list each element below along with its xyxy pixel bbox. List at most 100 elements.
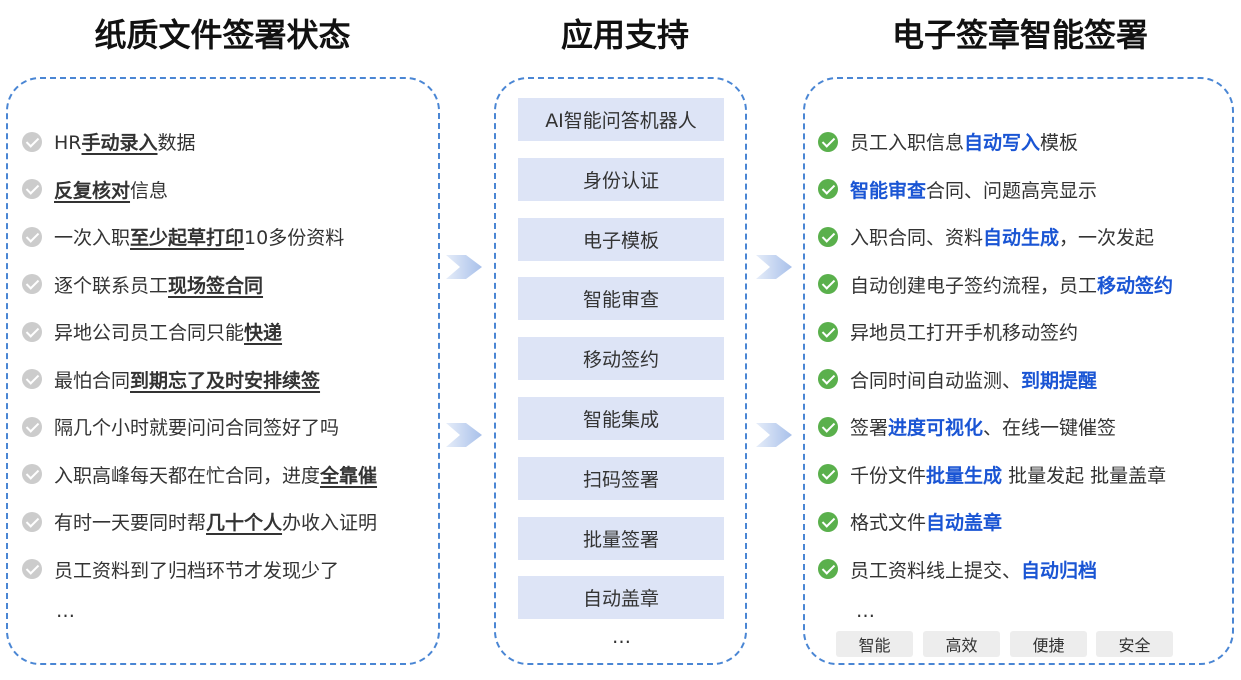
feature-box: 智能集成 [518,397,724,440]
tag-secure: 安全 [1096,631,1173,657]
check-circle-green-icon [818,416,838,437]
list-item-text: 逐个联系员工现场签合同 [54,271,263,298]
esign-benefit-item: 员工资料线上提交、自动归档 [818,556,1097,583]
list-item-text: 反复核对信息 [54,176,168,203]
highlight-text: 快递 [244,322,283,344]
highlight-text: 自动生成 [983,227,1060,249]
double-chevron-right-arrow-icon [756,255,792,279]
plain-text: 异地公司员工合同只能 [54,322,245,344]
esign-panel [803,77,1234,665]
highlight-text: 到期忘了及时安排续签 [130,369,321,392]
check-circle-grey-icon [22,179,42,199]
paper-signing-panel [6,77,440,665]
paper-pain-point-item: 一次入职至少起草打印10多份资料 [22,223,344,250]
plain-text: 千份文件 [850,464,927,487]
list-item-text: 异地公司员工合同只能快递 [54,318,282,345]
paper-pain-point-item: HR手动录入数据 [22,128,196,155]
left-ellipsis: … [56,600,75,622]
highlight-text: 到期提醒 [1021,369,1098,392]
plain-text: 入职合同、资料 [850,227,984,249]
check-circle-grey-icon [22,321,42,342]
double-chevron-right-arrow-icon [446,423,482,447]
esign-benefit-item: 千份文件批量生成 批量发起 批量盖章 [818,461,1166,488]
list-item-text: 隔几个小时就要问问合同签好了吗 [54,413,339,440]
plain-text: 有时一天要同时帮 [54,512,207,534]
list-item-text: 异地员工打开手机移动签约 [850,318,1078,345]
plain-text: 批量发起 批量盖章 [1002,464,1167,487]
esign-benefit-item: 合同时间自动监测、到期提醒 [818,366,1097,393]
plain-text: 员工资料线上提交、 [850,559,1022,582]
highlight-text: 几十个人 [206,512,283,534]
check-circle-green-icon [818,321,838,342]
plain-text: 员工资料到了归档环节才发现少了 [54,559,340,582]
list-item-text: 签署进度可视化、在线一键催签 [850,413,1116,440]
list-item-text: 入职合同、资料自动生成，一次发起 [850,223,1154,250]
plain-text: 员工入职信息 [850,132,965,154]
list-item-text: 员工入职信息自动写入模板 [850,128,1078,155]
middle-ellipsis: … [612,626,631,648]
plain-text: 办收入证明 [282,512,378,534]
paper-pain-point-item: 入职高峰每天都在忙合同，进度全靠催 [22,461,377,488]
tag-smart: 智能 [836,631,913,657]
list-item-text: 一次入职至少起草打印10多份资料 [54,223,344,250]
check-circle-green-icon [818,511,838,532]
left-column-title: 纸质文件签署状态 [94,16,351,54]
plain-text: HR [54,132,82,154]
esign-benefit-item: 异地员工打开手机移动签约 [818,318,1078,345]
highlight-text: 批量生成 [926,464,1003,487]
list-item-text: 最怕合同到期忘了及时安排续签 [54,366,320,393]
plain-text: 格式文件 [850,512,927,534]
tag-efficient: 高效 [923,631,1000,657]
list-item-text: 格式文件自动盖章 [850,508,1002,535]
check-circle-grey-icon [22,226,42,247]
double-chevron-right-arrow-icon [756,423,792,447]
highlight-text: 反复核对 [54,179,131,202]
esign-benefit-item: 签署进度可视化、在线一键催签 [818,413,1116,440]
list-item-text: HR手动录入数据 [54,128,196,155]
feature-box: 批量签署 [518,516,724,560]
feature-box: 电子模板 [518,217,724,261]
highlight-text: 至少起草打印 [130,227,245,249]
list-item-text: 自动创建电子签约流程，员工移动签约 [850,271,1173,298]
paper-pain-point-item: 员工资料到了归档环节才发现少了 [22,556,339,583]
check-circle-grey-icon [22,464,42,484]
feature-box: 智能审查 [518,277,724,321]
highlight-text: 自动盖章 [926,512,1003,534]
highlight-text: 进度可视化 [888,417,984,439]
paper-pain-point-item: 反复核对信息 [22,176,168,203]
check-circle-green-icon [818,179,838,199]
plain-text: 10多份资料 [244,227,345,249]
plain-text: 信息 [130,179,169,202]
plain-text: 数据 [157,132,196,154]
paper-pain-point-item: 有时一天要同时帮几十个人办收入证明 [22,508,377,535]
plain-text: 隔几个小时就要问问合同签好了吗 [54,417,340,439]
plain-text: 入职高峰每天都在忙合同，进度 [54,464,321,487]
highlight-text: 移动签约 [1097,274,1174,297]
plain-text: 逐个联系员工 [54,274,169,297]
list-item-text: 员工资料到了归档环节才发现少了 [54,556,339,583]
list-item-text: 员工资料线上提交、自动归档 [850,556,1097,583]
paper-pain-point-item: 逐个联系员工现场签合同 [22,271,263,298]
plain-text: ，一次发起 [1059,227,1155,249]
esign-benefit-item: 入职合同、资料自动生成，一次发起 [818,223,1154,250]
list-item-text: 智能审查合同、问题高亮显示 [850,176,1097,203]
esign-benefit-item: 智能审查合同、问题高亮显示 [818,176,1097,203]
esign-benefit-item: 自动创建电子签约流程，员工移动签约 [818,271,1173,298]
feature-box: AI智能问答机器人 [518,98,724,141]
plain-text: 合同、问题高亮显示 [926,179,1098,202]
check-circle-green-icon [818,226,838,247]
check-circle-grey-icon [22,369,42,389]
check-circle-grey-icon [22,559,42,579]
esign-benefit-item: 员工入职信息自动写入模板 [818,128,1078,155]
plain-text: 自动创建电子签约流程，员工 [850,274,1098,297]
highlight-text: 自动归档 [1021,559,1098,582]
plain-text: 模板 [1040,132,1079,154]
paper-pain-point-item: 异地公司员工合同只能快递 [22,318,282,345]
plain-text: 合同时间自动监测、 [850,369,1022,392]
check-circle-grey-icon [22,511,42,532]
highlight-text: 自动写入 [964,132,1041,154]
plain-text: 、在线一键催签 [983,417,1117,439]
list-item-text: 千份文件批量生成 批量发起 批量盖章 [850,461,1166,488]
paper-pain-point-item: 最怕合同到期忘了及时安排续签 [22,366,320,393]
feature-box: 扫码签署 [518,456,724,500]
